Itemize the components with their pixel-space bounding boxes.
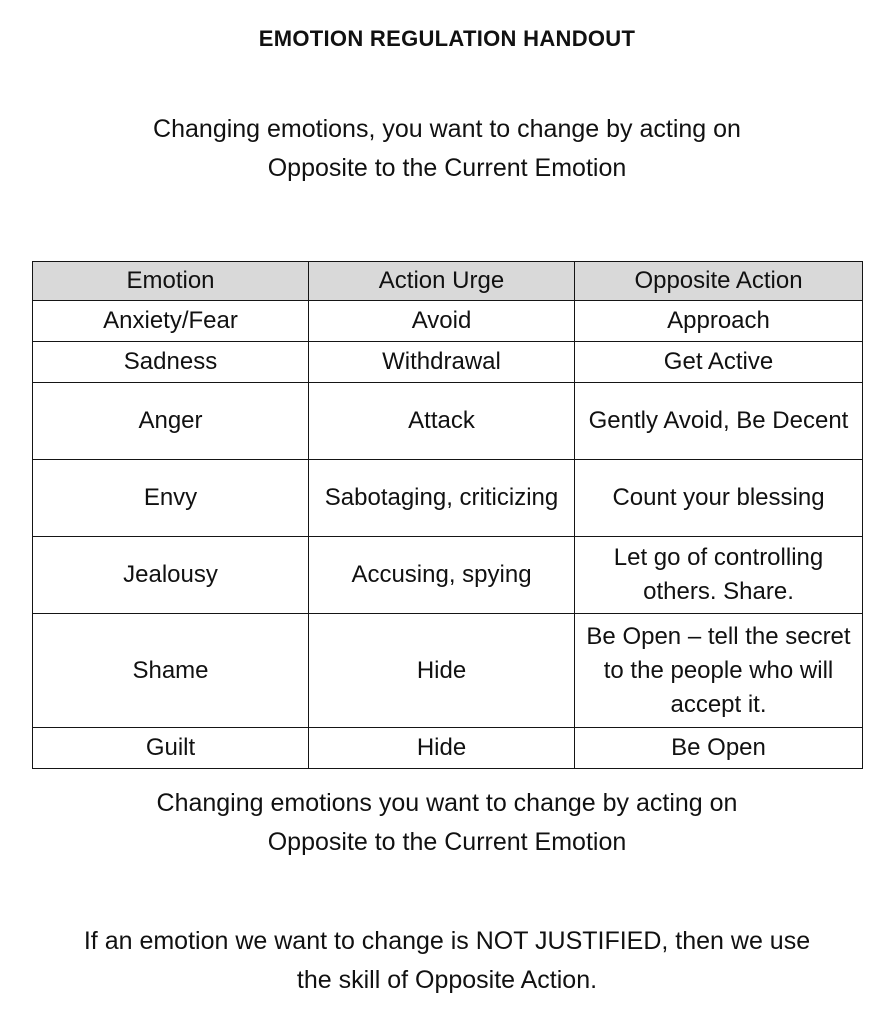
table-row: Anxiety/Fear Avoid Approach [32,300,863,342]
cell-emotion: Guilt [32,727,309,769]
table-header: Emotion Action Urge Opposite Action [32,261,863,301]
cell-action-urge: Avoid [308,300,575,342]
table-row: Sadness Withdrawal Get Active [32,341,863,383]
table-header-row: Emotion Action Urge Opposite Action [32,261,863,301]
column-header-emotion: Emotion [32,261,309,301]
cell-emotion: Sadness [32,341,309,383]
cell-opposite-action: Be Open – tell the secret to the people … [574,613,863,728]
emotion-regulation-table: Emotion Action Urge Opposite Action Anxi… [32,261,863,769]
cell-opposite-action: Let go of controlling others. Share. [574,536,863,614]
table-row: Jealousy Accusing, spying Let go of cont… [32,536,863,614]
column-header-opposite-action: Opposite Action [574,261,863,301]
cell-emotion: Jealousy [32,536,309,614]
page-title: EMOTION REGULATION HANDOUT [258,25,636,51]
table-row: Anger Attack Gently Avoid, Be Decent [32,382,863,460]
cell-opposite-action: Get Active [574,341,863,383]
cell-emotion: Envy [32,459,309,537]
outro-line-1: Changing emotions you want to change by … [156,789,738,817]
emotion-table-container: Emotion Action Urge Opposite Action Anxi… [32,261,863,769]
cell-opposite-action: Count your blessing [574,459,863,537]
table-row: Envy Sabotaging, criticizing Count your … [32,459,863,537]
outro-paragraph: Changing emotions you want to change by … [0,784,894,862]
table-row: Shame Hide Be Open – tell the secret to … [32,613,863,728]
cell-opposite-action: Gently Avoid, Be Decent [574,382,863,460]
intro-line-1: Changing emotions, you want to change by… [153,115,741,143]
cell-action-urge: Accusing, spying [308,536,575,614]
cell-opposite-action: Be Open [574,727,863,769]
cell-emotion: Anger [32,382,309,460]
cell-action-urge: Sabotaging, criticizing [308,459,575,537]
table-row: Guilt Hide Be Open [32,727,863,769]
cell-emotion: Anxiety/Fear [32,300,309,342]
cell-action-urge: Attack [308,382,575,460]
cell-opposite-action: Approach [574,300,863,342]
intro-line-2: Opposite to the Current Emotion [267,154,627,182]
note-line-1: If an emotion we want to change is NOT J… [83,927,811,955]
cell-action-urge: Withdrawal [308,341,575,383]
cell-emotion: Shame [32,613,309,728]
cell-action-urge: Hide [308,613,575,728]
table-body: Anxiety/Fear Avoid Approach Sadness With… [32,300,863,769]
note-line-2: the skill of Opposite Action. [296,966,598,994]
justification-note: If an emotion we want to change is NOT J… [0,922,894,1000]
cell-action-urge: Hide [308,727,575,769]
outro-line-2: Opposite to the Current Emotion [267,828,627,856]
column-header-action-urge: Action Urge [308,261,575,301]
intro-paragraph: Changing emotions, you want to change by… [0,110,894,188]
